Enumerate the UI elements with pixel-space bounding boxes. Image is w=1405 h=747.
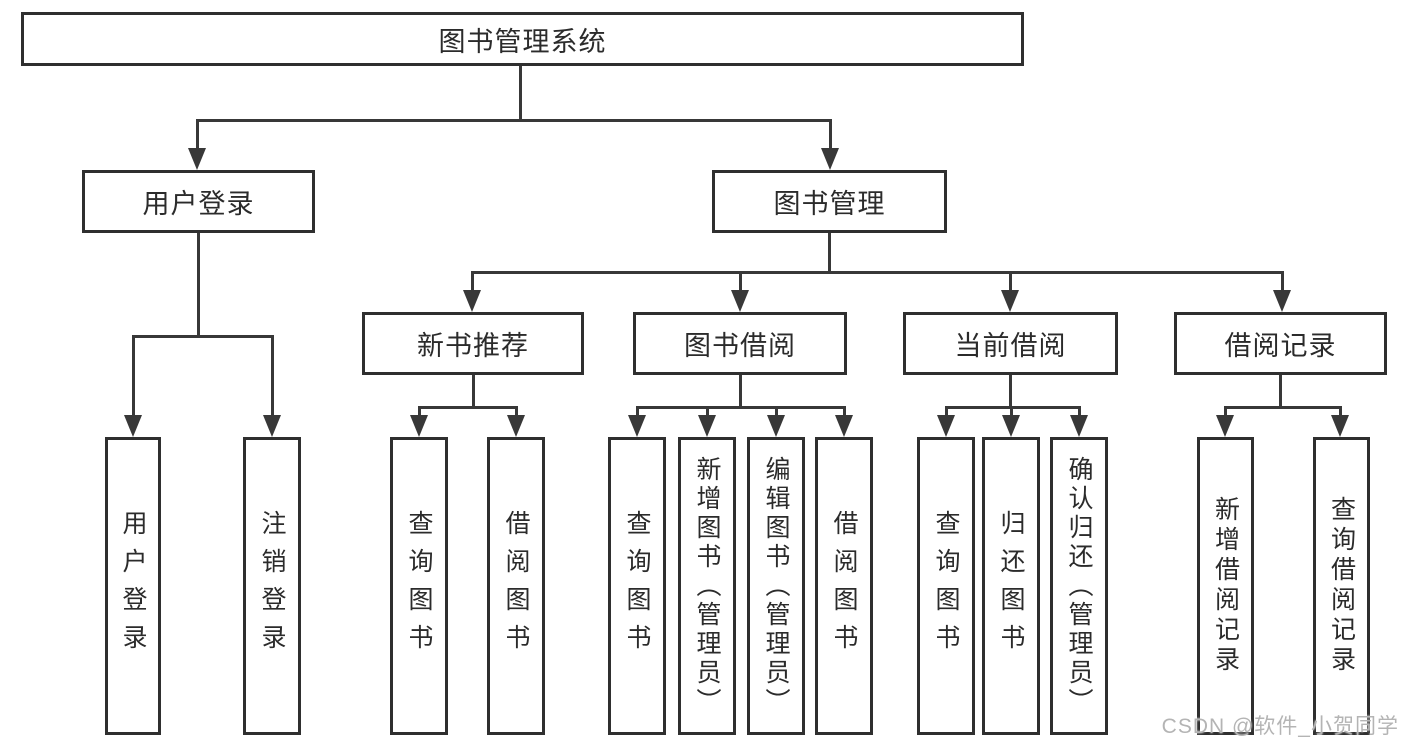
leaf-newbooks-borrow-label: 借阅图书 [502,510,530,662]
csdn-watermark: CSDN @软件_小贺同学 [1161,715,1399,738]
leaf-user-login: 用户登录 [105,437,161,735]
connector-line [1339,406,1342,418]
connector-line [945,406,948,418]
leaf-borrow-book: 借阅图书 [815,437,873,735]
node-current-borrow: 当前借阅 [903,312,1118,375]
connector-line [1009,375,1012,408]
arrowhead-down-icon [1002,415,1020,437]
connector-line [196,119,199,150]
connector-line [1078,406,1081,418]
connector-line [828,233,831,273]
leaf-borrow-book-label: 借阅图书 [830,510,858,662]
leaf-add-borrow-record: 新增借阅记录 [1197,437,1254,735]
connector-line [1281,271,1284,292]
connector-line [739,271,742,292]
arrowhead-down-icon [1070,415,1088,437]
node-book-management-label: 图书管理 [773,189,886,219]
leaf-borrow-add-book: 新增图书（管理员） [678,437,736,735]
leaf-confirm-return: 确认归还（管理员） [1050,437,1108,735]
arrowhead-down-icon [1216,415,1234,437]
arrowhead-down-icon [507,415,525,437]
connector-line [196,119,832,122]
arrowhead-down-icon [767,415,785,437]
connector-line [739,375,742,408]
leaf-query-borrow-record: 查询借阅记录 [1313,437,1370,735]
connector-line [418,406,518,409]
connector-line [418,406,421,418]
connector-line [1224,406,1227,418]
connector-line [843,406,846,418]
connector-line [1279,375,1282,408]
leaf-logout: 注销登录 [243,437,301,735]
node-book-borrow: 图书借阅 [633,312,847,375]
connector-line [471,271,474,292]
leaf-confirm-return-label: 确认归还（管理员） [1065,455,1093,717]
connector-line [471,271,1283,274]
arrowhead-down-icon [698,415,716,437]
connector-line [1010,406,1013,418]
arrowhead-down-icon [835,415,853,437]
leaf-borrow-query-label: 查询图书 [623,510,651,662]
arrowhead-down-icon [1331,415,1349,437]
connector-line [271,335,274,417]
arrowhead-down-icon [1001,290,1019,312]
leaf-borrow-add-book-label: 新增图书（管理员） [693,455,721,717]
leaf-newbooks-query: 查询图书 [390,437,448,735]
leaf-logout-label: 注销登录 [258,510,286,662]
node-root: 图书管理系统 [21,12,1024,66]
arrowhead-down-icon [731,290,749,312]
connector-line [519,66,522,120]
leaf-borrow-edit-book-label: 编辑图书（管理员） [762,455,790,717]
arrowhead-down-icon [410,415,428,437]
connector-line [132,335,135,417]
node-user-login-label: 用户登录 [142,189,255,219]
connector-line [1009,271,1012,292]
leaf-add-borrow-record-label: 新增借阅记录 [1211,496,1240,676]
node-user-login: 用户登录 [82,170,315,233]
connector-line [636,406,845,409]
connector-line [1224,406,1342,409]
leaf-current-query: 查询图书 [917,437,975,735]
connector-line [636,406,639,418]
arrowhead-down-icon [463,290,481,312]
leaf-user-login-label: 用户登录 [119,510,147,662]
connector-line [472,375,475,408]
node-book-borrow-label: 图书借阅 [684,331,796,361]
node-new-book-recommend-label: 新书推荐 [417,331,529,361]
arrowhead-down-icon [188,148,206,170]
leaf-return-book-label: 归还图书 [997,510,1025,662]
node-borrow-records-label: 借阅记录 [1224,331,1337,361]
node-borrow-records: 借阅记录 [1174,312,1387,375]
arrowhead-down-icon [821,148,839,170]
node-book-management: 图书管理 [712,170,947,233]
arrowhead-down-icon [124,415,142,437]
connector-line [132,335,274,338]
leaf-newbooks-borrow: 借阅图书 [487,437,545,735]
leaf-borrow-edit-book: 编辑图书（管理员） [747,437,805,735]
connector-line [829,119,832,150]
arrowhead-down-icon [937,415,955,437]
connector-line [197,233,200,337]
leaf-return-book: 归还图书 [982,437,1040,735]
leaf-current-query-label: 查询图书 [932,510,960,662]
connector-line [706,406,709,418]
arrowhead-down-icon [628,415,646,437]
connector-line [515,406,518,418]
arrowhead-down-icon [263,415,281,437]
node-current-borrow-label: 当前借阅 [954,331,1067,361]
leaf-query-borrow-record-label: 查询借阅记录 [1327,496,1356,676]
leaf-borrow-query: 查询图书 [608,437,666,735]
node-root-label: 图书管理系统 [438,26,607,57]
arrowhead-down-icon [1273,290,1291,312]
leaf-newbooks-query-label: 查询图书 [405,510,433,662]
connector-line [775,406,778,418]
node-new-book-recommend: 新书推荐 [362,312,584,375]
